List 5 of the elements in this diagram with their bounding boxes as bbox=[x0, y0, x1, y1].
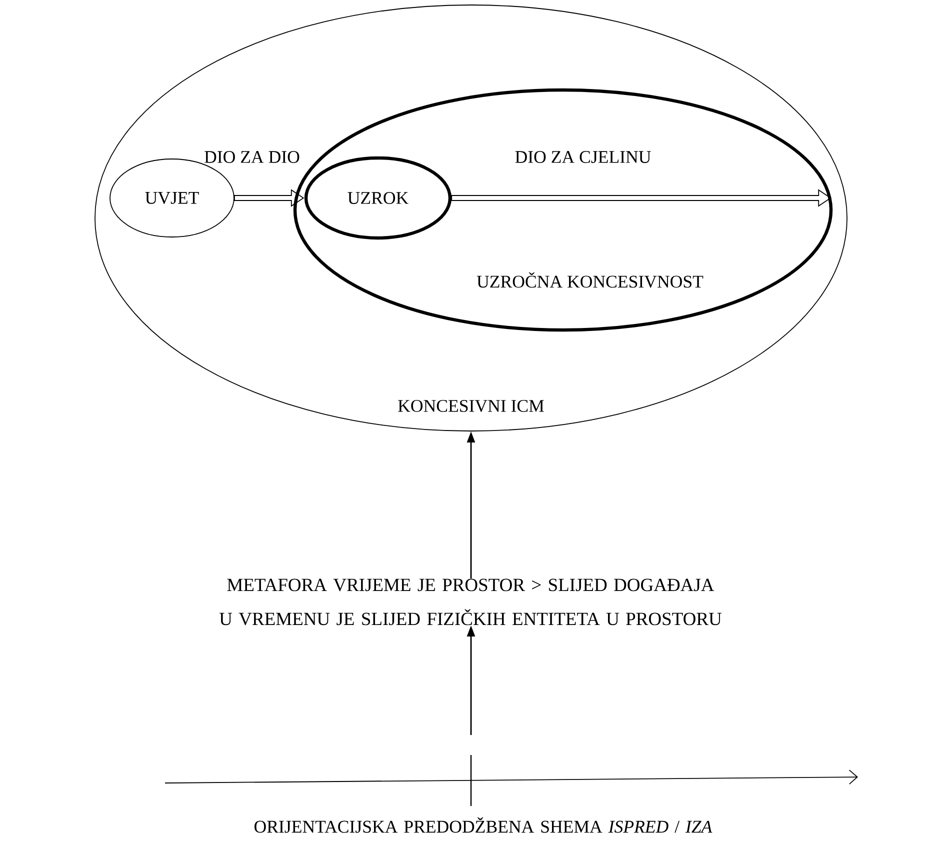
text-label: ORIJENTACIJSKA PREDODŽBENA SHEMA ISPRED / IZA bbox=[254, 817, 712, 833]
arrow bbox=[234, 189, 304, 207]
arrow bbox=[451, 189, 832, 207]
edge-label: DIO ZA CJELINU bbox=[515, 151, 651, 163]
text-label: METAFORA VRIJEME JE PROSTOR > SLIJED DOGAĐAJA U VREMENU JE SLIJED FIZIČKIH ENTITETA U PROSTORU bbox=[220, 578, 722, 626]
